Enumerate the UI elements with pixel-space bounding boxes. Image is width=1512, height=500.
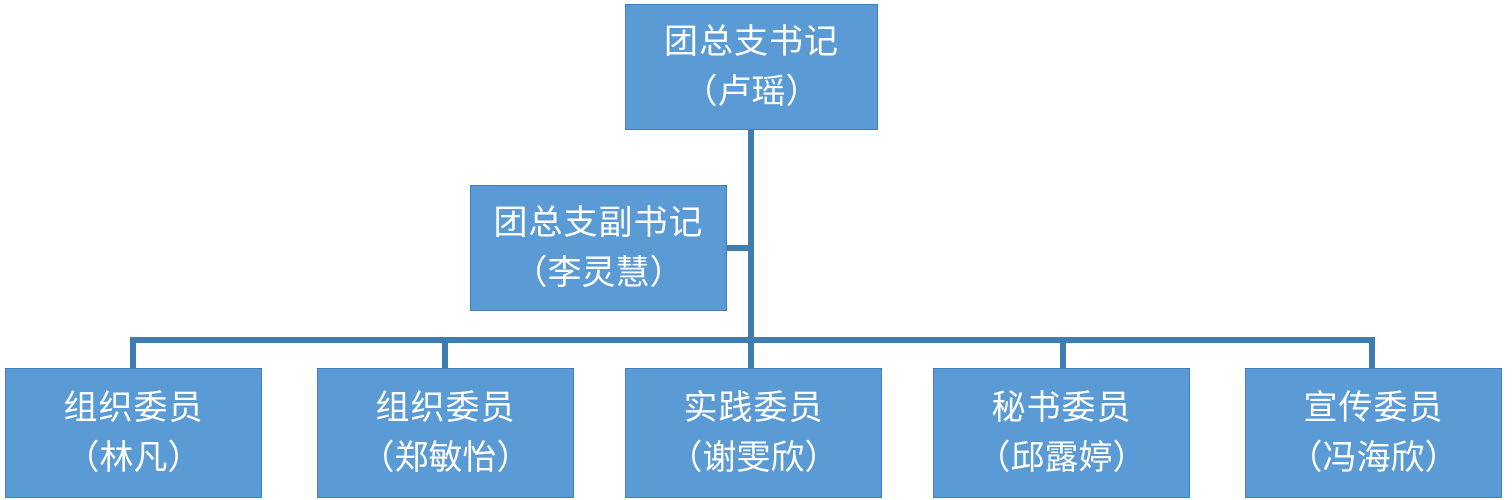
node-member-4: 秘书委员 （邱露婷） <box>933 368 1190 498</box>
node-member-3: 实践委员 （谢雯欣） <box>625 368 882 498</box>
connector-trunk-vertical <box>748 130 754 342</box>
connector-drop-member-3 <box>748 337 754 368</box>
connector-drop-member-5 <box>1369 337 1375 368</box>
connector-drop-member-1 <box>130 337 136 368</box>
node-deputy-secretary-person: （李灵慧） <box>513 253 684 293</box>
node-member-1-person: （林凡） <box>65 438 202 478</box>
node-member-2: 组织委员 （郑敏怡） <box>317 368 574 498</box>
node-secretary-person: （卢瑶） <box>683 72 820 112</box>
node-member-3-title: 实践委员 <box>683 388 824 428</box>
connector-deputy-stub <box>727 245 751 251</box>
node-deputy-secretary: 团总支副书记 （李灵慧） <box>470 185 727 311</box>
connector-drop-member-4 <box>1060 337 1066 368</box>
node-member-1: 组织委员 （林凡） <box>5 368 262 498</box>
node-member-5-title: 宣传委员 <box>1303 388 1444 428</box>
node-deputy-secretary-title: 团总支副书记 <box>493 203 704 243</box>
connector-drop-member-2 <box>442 337 448 368</box>
node-member-1-title: 组织委员 <box>63 388 204 428</box>
node-member-4-title: 秘书委员 <box>991 388 1132 428</box>
node-member-5-person: （冯海欣） <box>1288 438 1459 478</box>
node-secretary: 团总支书记 （卢瑶） <box>625 4 878 130</box>
node-member-3-person: （谢雯欣） <box>668 438 839 478</box>
node-member-5: 宣传委员 （冯海欣） <box>1245 368 1502 498</box>
node-member-4-person: （邱露婷） <box>976 438 1147 478</box>
node-member-2-person: （郑敏怡） <box>360 438 531 478</box>
node-member-2-title: 组织委员 <box>375 388 516 428</box>
node-secretary-title: 团总支书记 <box>664 22 839 62</box>
